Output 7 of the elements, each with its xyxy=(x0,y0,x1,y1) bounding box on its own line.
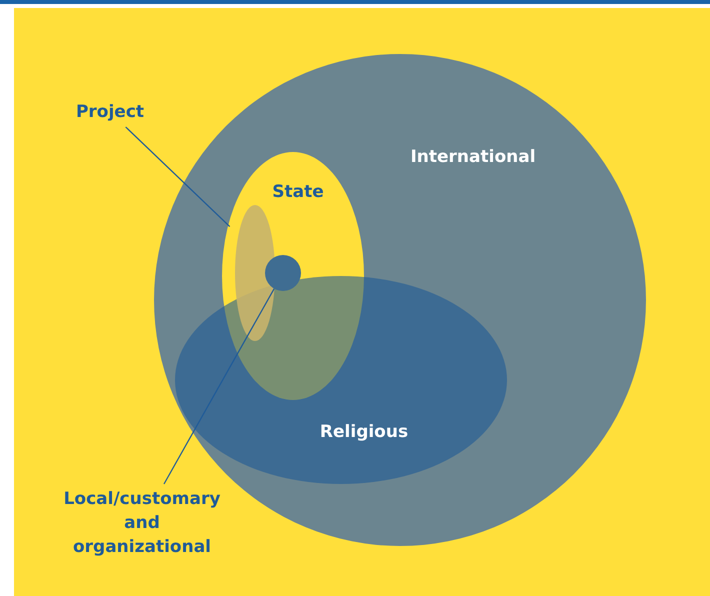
region-label: Religious xyxy=(320,422,408,442)
region-label: State xyxy=(272,182,324,202)
leader-line xyxy=(125,126,230,228)
callout-label: Project xyxy=(60,100,160,124)
region-label: International xyxy=(410,147,536,167)
callout-label: Local/customary and organizational xyxy=(62,487,222,559)
leader-line xyxy=(163,288,275,484)
